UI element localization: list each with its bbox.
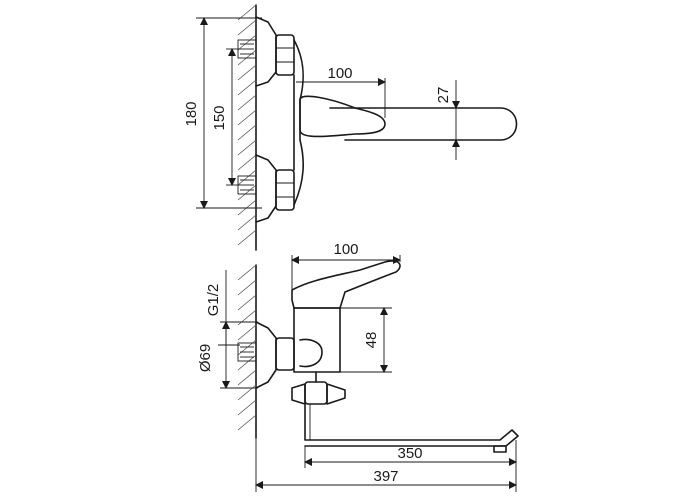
dim-48: 48 (340, 307, 392, 373)
lower-inlet (237, 154, 295, 223)
dim-150: 150 (211, 48, 240, 186)
dim-100-top-label: 100 (327, 65, 352, 82)
dim-rosette: Ø69 (197, 321, 258, 389)
mixer-body-top (293, 39, 304, 206)
dim-48-label: 48 (363, 332, 380, 349)
dim-350: 350 (304, 440, 517, 468)
dim-27-label: 27 (435, 87, 452, 104)
spout-joint (304, 381, 328, 405)
dim-100-top: 100 (296, 65, 386, 118)
wall-hatch-top (237, 4, 257, 251)
wall-hatch-side (237, 264, 257, 439)
top-view: 180 150 100 27 (183, 4, 518, 251)
dim-150-label: 150 (211, 105, 228, 130)
dim-100-side-label: 100 (333, 241, 358, 258)
dim-180-label: 180 (183, 101, 200, 126)
side-view: 100 G1/2 Ø69 48 350 (197, 241, 519, 492)
dim-100-side: 100 (291, 241, 401, 292)
dim-397-label: 397 (373, 468, 398, 485)
dim-thread: G1/2 (205, 270, 240, 346)
dim-350-label: 350 (397, 445, 422, 462)
rosette-label: Ø69 (197, 344, 214, 372)
thread-label: G1/2 (205, 284, 222, 317)
spout-top (329, 107, 518, 141)
lever-handle-side (291, 260, 401, 309)
spout-side (304, 403, 519, 447)
lever-handle-top (299, 95, 386, 138)
upper-inlet (237, 16, 295, 87)
dim-27: 27 (435, 80, 465, 160)
dim-180: 180 (183, 17, 262, 209)
dim-397: 397 (255, 438, 517, 492)
